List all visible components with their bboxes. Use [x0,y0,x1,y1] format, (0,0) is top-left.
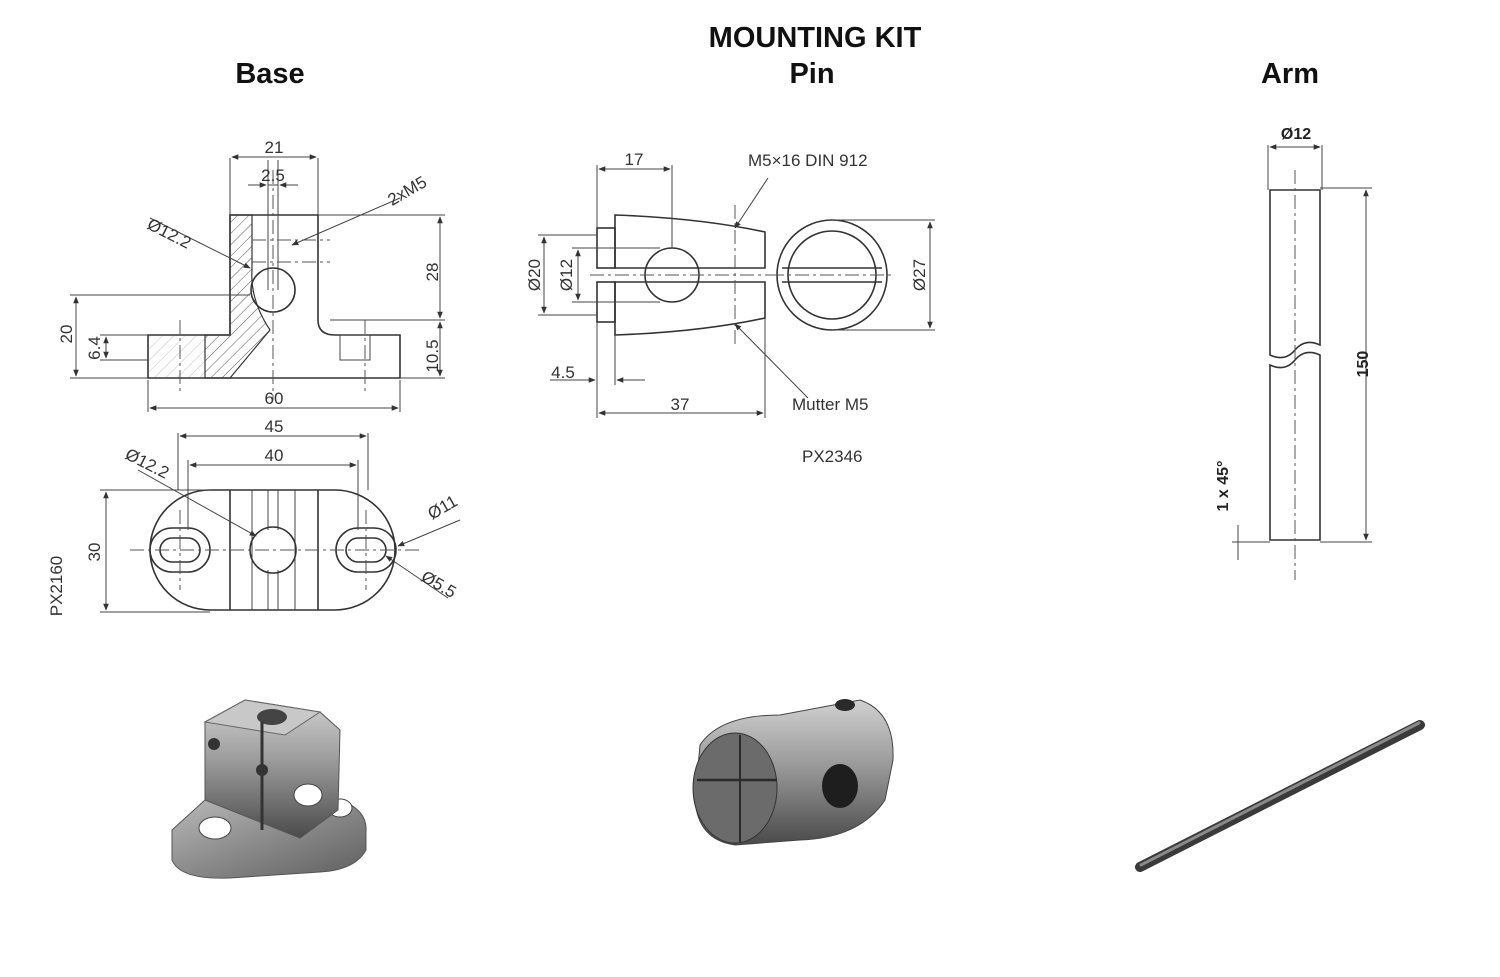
pin-dim-37: 37 [671,395,690,414]
arm-photo [1135,720,1425,872]
pin-screw-label: M5×16 DIN 912 [748,151,868,170]
base-photo [171,699,367,879]
dim-6-4: 6.4 [85,336,104,360]
main-title: MOUNTING KIT [708,22,922,54]
dim-21: 21 [265,138,284,157]
arm-chamfer-label: 1 x 45° [1215,461,1232,512]
dim-20: 20 [57,325,76,344]
pin-nut-label: Mutter M5 [792,395,869,414]
arm-dim-150: 150 [1355,351,1372,378]
pin-dim-17: 17 [625,150,644,169]
dim-10-5: 10.5 [423,339,442,372]
pin-title: Pin [789,58,835,90]
pin-dim-4-5: 4.5 [551,363,575,382]
base-title: Base [235,58,305,90]
dim-2-5: 2.5 [261,166,285,185]
base-part-number: PX2160 [47,556,66,617]
dim-d11: Ø11 [425,492,461,524]
pin-dim-d20: Ø20 [525,259,544,291]
dim-d12-2-front: Ø12.2 [144,215,194,253]
dim-d12-2-top: Ø12.2 [122,445,172,483]
dim-60: 60 [265,389,284,408]
pin-photo [692,699,894,846]
pin-dim-d27: Ø27 [910,259,929,291]
pin-drawing: 17 M5×16 DIN 912 Ø20 Ø12 Ø27 4.5 37 Mutt… [525,150,935,466]
base-front-view: 21 2.5 2xM5 Ø12.2 28 10.5 20 6.4 60 [57,138,445,412]
dim-45: 45 [265,417,284,436]
arm-title: Arm [1260,58,1319,90]
base-top-view: 45 40 Ø12.2 Ø11 Ø5.5 30 PX2160 [47,417,461,616]
arm-dim-d12: Ø12 [1281,126,1311,143]
dim-30: 30 [85,543,104,562]
pin-dim-d12: Ø12 [557,259,576,291]
dim-28: 28 [423,263,442,282]
dim-d5-5: Ø5.5 [418,567,459,602]
dim-2xm5: 2xM5 [385,172,431,209]
arm-drawing: Ø12 150 1 x 45° [1215,126,1372,580]
dim-40: 40 [265,446,284,465]
pin-part-number: PX2346 [802,447,863,466]
